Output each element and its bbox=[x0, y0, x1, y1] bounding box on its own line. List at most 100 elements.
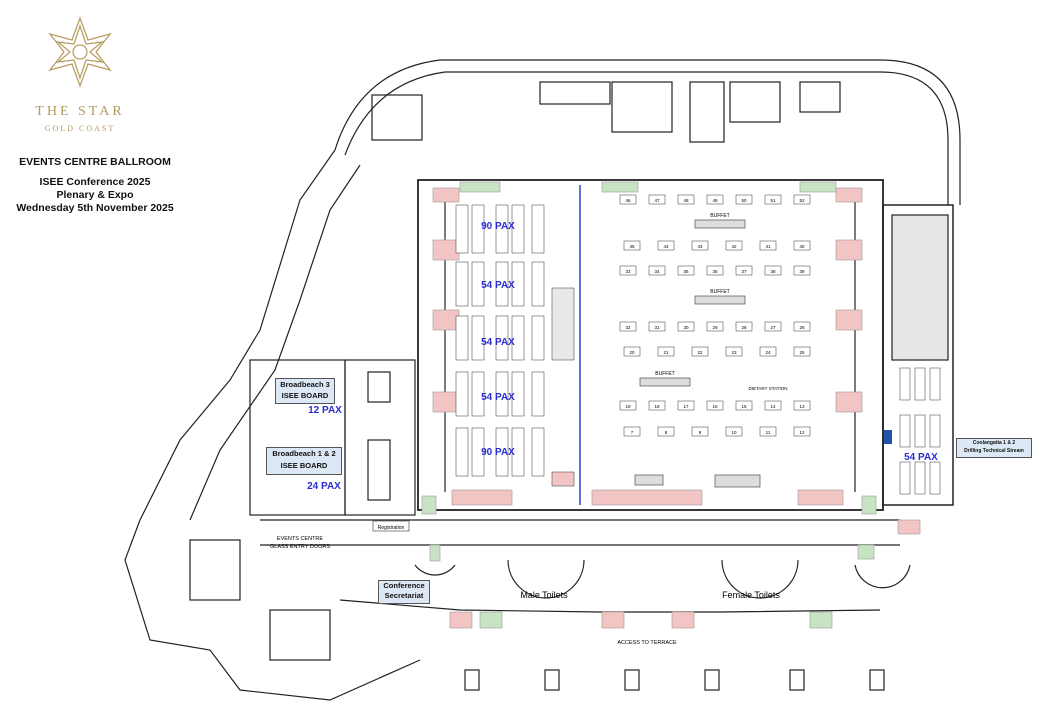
secretariat-line1: Conference bbox=[383, 581, 425, 590]
booth-number: 32 bbox=[625, 325, 631, 330]
booth bbox=[759, 346, 777, 357]
booth bbox=[735, 194, 753, 205]
booth-number: 31 bbox=[654, 325, 660, 330]
booth bbox=[677, 265, 695, 276]
booth bbox=[648, 321, 666, 332]
plenary-seating bbox=[455, 204, 575, 487]
booth-number: 23 bbox=[731, 350, 737, 355]
booth bbox=[759, 240, 777, 251]
coolangatta-line2: Drilling Technical Stream bbox=[964, 448, 1024, 454]
bb12-line2: ISEE BOARD bbox=[280, 461, 328, 470]
booth bbox=[735, 400, 753, 411]
booth-number: 21 bbox=[663, 350, 669, 355]
booth bbox=[619, 321, 637, 332]
booth bbox=[764, 400, 782, 411]
booth bbox=[725, 346, 743, 357]
brand-sub: GOLD COAST bbox=[44, 124, 116, 133]
brand-name: THE STAR bbox=[35, 104, 125, 119]
registration-label: Registration bbox=[378, 525, 405, 531]
booth-number: 47 bbox=[654, 198, 660, 203]
booth-number: 26 bbox=[799, 325, 805, 330]
pax-label: 54 PAX bbox=[481, 280, 515, 291]
booth bbox=[735, 321, 753, 332]
coolangatta-pax: 54 PAX bbox=[904, 452, 938, 463]
booth-number: 39 bbox=[799, 269, 805, 274]
booth bbox=[764, 321, 782, 332]
booth bbox=[691, 426, 709, 437]
subtitle-event: Plenary & Expo bbox=[56, 189, 134, 201]
booth-number: 40 bbox=[799, 244, 805, 249]
booth-number: 10 bbox=[731, 430, 737, 435]
booth-number: 13 bbox=[799, 404, 805, 409]
booth bbox=[691, 240, 709, 251]
booth-number: 41 bbox=[765, 244, 771, 249]
exit-markers bbox=[421, 181, 921, 629]
registration-desk bbox=[372, 520, 410, 532]
booth bbox=[764, 265, 782, 276]
booth-number: 35 bbox=[683, 269, 689, 274]
booth-number: 33 bbox=[625, 269, 631, 274]
booth-number: 46 bbox=[625, 198, 631, 203]
booth bbox=[706, 265, 724, 276]
booth-number: 7 bbox=[631, 430, 634, 435]
booth bbox=[706, 400, 724, 411]
male-toilets-label: Male Toilets bbox=[520, 590, 568, 600]
booth bbox=[677, 400, 695, 411]
bb3-line1: Broadbeach 3 bbox=[280, 380, 330, 389]
booth-number: 38 bbox=[770, 269, 776, 274]
booth bbox=[725, 426, 743, 437]
entry-doors-label: EVENTS CENTRE bbox=[277, 536, 323, 542]
booth bbox=[759, 426, 777, 437]
bb12-pax: 24 PAX bbox=[307, 481, 341, 492]
booth-number: 42 bbox=[731, 244, 737, 249]
booth-number: 49 bbox=[712, 198, 718, 203]
booth-number: 15 bbox=[741, 404, 747, 409]
booth-number: 11 bbox=[766, 430, 771, 435]
booth bbox=[623, 426, 641, 437]
booth bbox=[619, 400, 637, 411]
booth bbox=[793, 346, 811, 357]
logo: THE STAR GOLD COAST bbox=[0, 12, 160, 142]
booth-number: 36 bbox=[712, 269, 718, 274]
booth bbox=[706, 321, 724, 332]
booth bbox=[764, 194, 782, 205]
secretariat-line2: Secretariat bbox=[384, 591, 424, 600]
booth bbox=[648, 400, 666, 411]
booth bbox=[793, 265, 811, 276]
page-title: EVENTS CENTRE BALLROOM bbox=[19, 156, 171, 168]
booth bbox=[648, 194, 666, 205]
booth-number: 17 bbox=[683, 404, 689, 409]
booth-number: 27 bbox=[770, 325, 776, 330]
booth-number: 51 bbox=[770, 198, 776, 203]
booth-number: 8 bbox=[665, 430, 668, 435]
booth bbox=[648, 265, 666, 276]
booth bbox=[677, 321, 695, 332]
booth-number: 25 bbox=[799, 350, 805, 355]
booth bbox=[793, 426, 811, 437]
entry-doors-label-2: GLASS ENTRY DOORS bbox=[270, 544, 330, 550]
subtitle-date: Wednesday 5th November 2025 bbox=[16, 202, 174, 214]
av-screen bbox=[884, 430, 892, 444]
buffet-tables bbox=[634, 219, 761, 488]
dietary-station-label: DIETARY STATION bbox=[748, 386, 787, 391]
booth bbox=[677, 194, 695, 205]
booth-number: 37 bbox=[741, 269, 747, 274]
pax-label: 90 PAX bbox=[481, 447, 515, 458]
booth-number: 19 bbox=[625, 404, 631, 409]
buffet-label-3: BUFFET bbox=[655, 371, 674, 377]
booth bbox=[657, 426, 675, 437]
booth bbox=[706, 194, 724, 205]
bb3-pax: 12 PAX bbox=[308, 405, 342, 416]
room-label-broadbeach-12: Broadbeach 1 & 2 ISEE BOARD bbox=[266, 447, 342, 475]
booth-number: 30 bbox=[683, 325, 689, 330]
booth bbox=[657, 346, 675, 357]
terrace-label: ACCESS TO TERRACE bbox=[617, 640, 677, 646]
buffet-label-2: BUFFET bbox=[710, 289, 729, 295]
booth-number: 48 bbox=[683, 198, 689, 203]
room-label-secretariat: Conference Secretariat bbox=[378, 580, 430, 604]
booth-number: 43 bbox=[697, 244, 703, 249]
booth bbox=[725, 240, 743, 251]
booth bbox=[619, 265, 637, 276]
